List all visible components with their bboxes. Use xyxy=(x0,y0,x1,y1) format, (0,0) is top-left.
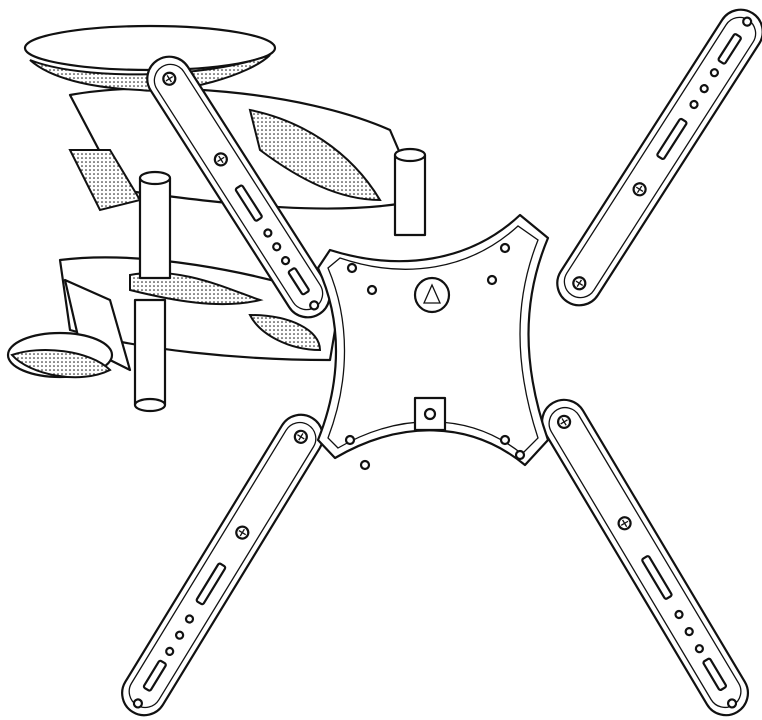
mounting-hole xyxy=(263,228,273,238)
plate-hole xyxy=(346,262,358,274)
screw-cross xyxy=(297,433,305,441)
lower-arm-padding xyxy=(129,271,264,306)
mounting-slot xyxy=(195,562,227,606)
mounting-slot xyxy=(287,267,310,296)
vesa-arm-top-left xyxy=(146,55,331,319)
mounting-hole xyxy=(175,630,185,640)
end-hole xyxy=(132,698,144,709)
upper-arm-padding xyxy=(248,108,382,202)
screw-cross xyxy=(620,519,629,528)
mounting-hole xyxy=(689,99,699,110)
plate-hole xyxy=(486,274,498,286)
mounting-hole xyxy=(184,614,195,624)
cable-hole xyxy=(413,276,451,314)
wall-bracket-side xyxy=(63,278,132,372)
vesa-arm-top-right xyxy=(556,8,762,307)
mounting-slot xyxy=(717,33,742,65)
mounting-hole xyxy=(694,644,704,654)
screw-cross xyxy=(575,279,584,287)
screw-cross xyxy=(238,528,247,537)
center-boss-hole xyxy=(423,407,437,421)
mounting-slot xyxy=(234,184,263,222)
level-icon xyxy=(422,283,442,304)
end-hole xyxy=(726,698,738,709)
mounting-hole xyxy=(709,68,719,78)
mounting-hole xyxy=(165,646,175,656)
plate-hole xyxy=(344,434,356,446)
plate-hole xyxy=(366,284,378,296)
pivot-cylinder-right xyxy=(393,147,427,237)
screw-cross xyxy=(635,185,644,194)
mounting-slot xyxy=(702,657,727,692)
mounting-hole xyxy=(684,627,694,637)
vesa-arm-bottom-right xyxy=(540,398,750,717)
mounting-hole xyxy=(699,84,709,94)
plate-hole xyxy=(359,459,371,471)
top-wall-plate-padding xyxy=(29,54,271,92)
pivot-cylinder-left-upper xyxy=(138,170,172,280)
plate-hole xyxy=(499,242,511,254)
arm-body xyxy=(121,413,324,717)
lower-arm-padding-2 xyxy=(248,313,322,352)
pivot-cylinder-left-lower xyxy=(133,298,167,413)
mounting-slot xyxy=(656,117,688,160)
central-mounting-plate xyxy=(316,213,550,471)
arm-body xyxy=(540,398,750,717)
screw-cross xyxy=(165,75,174,83)
mounting-hole xyxy=(280,255,291,266)
arm-inner-edge xyxy=(548,406,742,709)
mounting-hole xyxy=(272,242,282,252)
plate-hole xyxy=(499,434,511,446)
articulating-arm-assembly xyxy=(6,24,427,413)
end-hole xyxy=(309,300,320,311)
mounting-hole xyxy=(674,609,684,620)
vesa-arm-bottom-left xyxy=(121,413,324,717)
plate-inner-edge xyxy=(327,225,539,455)
vesa-arms xyxy=(121,8,762,717)
screw-cross xyxy=(217,155,225,164)
screw-cross xyxy=(560,418,568,426)
mounting-slot xyxy=(142,659,167,692)
bottom-wall-plate-padding xyxy=(10,349,112,379)
mounting-slot xyxy=(641,555,673,600)
end-hole xyxy=(742,16,753,27)
plate-hole xyxy=(514,449,526,461)
